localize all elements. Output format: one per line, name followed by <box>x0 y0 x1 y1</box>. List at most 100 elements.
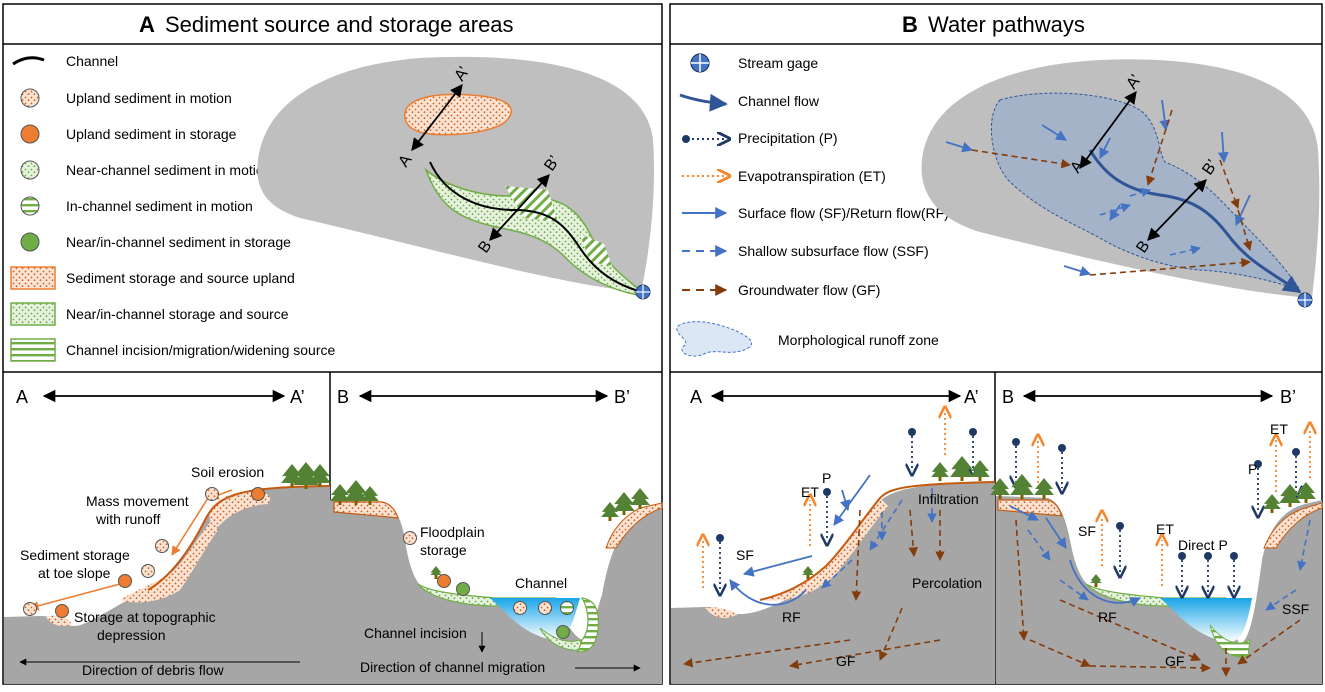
incision-patch <box>580 234 612 266</box>
legend-a-item: Channel incision/migration/widening sour… <box>66 342 335 358</box>
map-a: A A’ B B’ <box>257 56 654 300</box>
stream-gage-icon <box>635 284 651 300</box>
upland-storage-marker <box>251 487 265 501</box>
tree-trunk-icon <box>304 485 308 489</box>
legend-b-item: Shallow subsurface flow (SSF) <box>738 243 929 259</box>
upland-motion-marker <box>205 487 219 501</box>
upland-deposit <box>705 607 738 618</box>
legend-b: Stream gage Channel flow Precipitation (… <box>676 53 949 357</box>
section-label: A <box>16 387 28 407</box>
map-shallow-flow <box>1099 187 1201 256</box>
right-slope-deposit <box>605 502 663 549</box>
section-a-b: A A’ <box>671 387 996 684</box>
map-groundwater-flow <box>971 109 1253 276</box>
tree-icon <box>802 566 814 575</box>
annotation: GF <box>1165 653 1184 669</box>
precip-arrows <box>1016 446 1296 592</box>
tree-icon <box>1263 494 1281 509</box>
legend-gage-icon <box>690 53 710 73</box>
legend-near-motion-icon <box>20 160 40 180</box>
precip-drop-icon <box>1058 444 1066 452</box>
upland-motion-marker <box>23 602 37 616</box>
section-label: B <box>1002 387 1014 407</box>
section-a-a: A A’ Soil erosion Mass movement with run… <box>4 387 331 684</box>
upland-deposit <box>120 520 218 603</box>
legend-b-item: Channel flow <box>738 93 820 109</box>
legend-a-item: Near/in-channel sediment in storage <box>66 234 291 250</box>
tree-icon <box>1010 474 1034 495</box>
annotation: Channel <box>515 575 567 591</box>
terrain-b <box>330 500 662 684</box>
tree-trunk-icon <box>998 495 1002 499</box>
tree-icon <box>281 464 303 483</box>
tree-trunk-icon <box>1042 495 1046 499</box>
legend-b-item: Evapotranspiration (ET) <box>738 168 886 184</box>
upland-motion-marker <box>155 539 169 553</box>
section-label: A’ <box>964 387 979 407</box>
tree-trunk-icon <box>1270 509 1274 513</box>
annotation: storage <box>420 542 467 558</box>
stream-gage-icon <box>1297 292 1313 308</box>
legend-a-item: Near-channel sediment in motion <box>66 162 271 178</box>
upland-motion-marker <box>538 601 552 615</box>
upland-deposit <box>209 491 270 528</box>
legend-a: Channel Upland sediment in motion Upland… <box>10 53 335 362</box>
tree-icon <box>1279 484 1301 503</box>
tree-icon <box>601 502 619 517</box>
et-arrows <box>1038 428 1310 586</box>
section-label: B’ <box>614 387 630 407</box>
legend-upland-storage-icon <box>20 124 40 144</box>
incision-bank <box>577 597 600 653</box>
tree-icon <box>970 460 990 477</box>
annotation: Direction of channel migration <box>360 659 545 675</box>
tree-group <box>281 456 1316 587</box>
legend-b-item: Groundwater flow (GF) <box>738 282 880 298</box>
annotation: SSF <box>1282 601 1309 617</box>
incision-bank-b <box>1209 624 1251 658</box>
tree-icon <box>931 462 949 477</box>
legend-a-item: Near/in-channel storage and source <box>66 306 289 322</box>
annotation: Mass movement <box>86 493 189 509</box>
tree-icon <box>1296 482 1316 499</box>
annotation: Direct P <box>1178 537 1228 553</box>
groundwater-arrows <box>683 509 945 670</box>
upland-deposit <box>46 615 72 626</box>
annotation: P <box>1248 461 1257 477</box>
tree-icon <box>330 484 350 501</box>
tree-icon <box>630 488 650 505</box>
annotation: depression <box>97 627 166 643</box>
right-slope-deposit <box>1263 502 1323 549</box>
transect-b-line-b <box>1147 179 1207 241</box>
tree-icon <box>361 486 379 501</box>
legend-a-item: Upland sediment in storage <box>66 126 237 142</box>
legend-upland-area-icon <box>10 266 56 290</box>
annotation: ET <box>1270 421 1288 437</box>
precip-drop-icon <box>1012 438 1020 446</box>
section-label: A’ <box>290 387 305 407</box>
precip-drop-icon <box>823 488 831 496</box>
terrain-a-b <box>671 482 995 684</box>
surface-flow-arrows <box>1009 505 1141 607</box>
annotation: Channel incision <box>364 625 467 641</box>
legend-channel-icon <box>12 56 45 66</box>
tree-trunk-icon <box>960 477 964 481</box>
annotation: RF <box>782 609 801 625</box>
precip-drop-icon <box>1254 460 1262 468</box>
tree-trunk-icon <box>290 483 294 487</box>
legend-a-item: Channel <box>66 53 118 69</box>
transect-a-line <box>411 84 463 151</box>
precip-drop-icon <box>969 428 977 436</box>
legend-runoff-zone-icon <box>676 321 753 357</box>
legend-precip-icon <box>682 135 724 143</box>
upland-motion-marker <box>513 601 527 615</box>
legend-b-item: Morphological runoff zone <box>778 332 939 348</box>
annotation: Percolation <box>912 575 982 591</box>
section-label: B’ <box>1280 387 1296 407</box>
annotation: at toe slope <box>38 565 111 581</box>
tree-trunk-icon <box>318 483 322 487</box>
legend-b-item: Precipitation (P) <box>738 130 838 146</box>
annotation: P <box>822 470 831 486</box>
upland-storage-area <box>997 499 1063 517</box>
panel-a-letter: A <box>139 12 155 37</box>
